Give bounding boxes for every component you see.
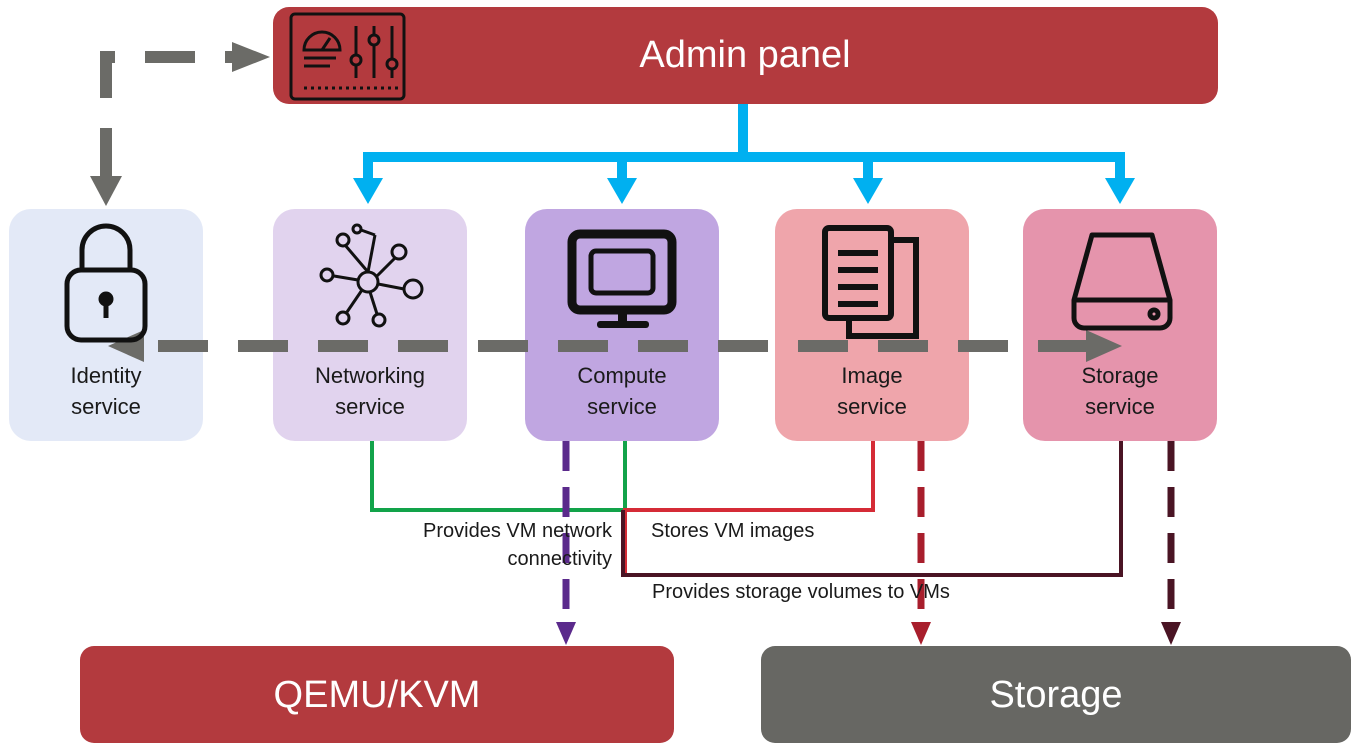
hard-drive-icon bbox=[1071, 232, 1173, 331]
admin-arrowheads bbox=[353, 178, 1135, 204]
images-annotation: Stores VM images bbox=[651, 520, 815, 542]
network-line bbox=[370, 441, 627, 512]
volumes-line bbox=[621, 441, 1123, 577]
networking-service-label: Networking service bbox=[314, 363, 426, 419]
admin-panel-title: Admin panel bbox=[639, 34, 851, 76]
qemu-kvm-title: QEMU/KVM bbox=[273, 674, 481, 716]
compute-to-qemu-arrowhead bbox=[556, 622, 576, 645]
identity-flow-dashed bbox=[100, 51, 1088, 352]
identity-service-label: Identity service bbox=[70, 363, 142, 419]
image-to-storage-arrowhead bbox=[911, 622, 931, 645]
network-hub-icon bbox=[319, 223, 424, 328]
documents-icon bbox=[822, 225, 919, 339]
admin-panel-bar[interactable] bbox=[273, 7, 1218, 104]
storage-backend-title: Storage bbox=[989, 674, 1123, 716]
lock-icon bbox=[64, 223, 148, 343]
monitor-icon bbox=[567, 229, 677, 328]
compute-service-label: Compute service bbox=[577, 363, 667, 419]
control-panel-icon bbox=[289, 12, 406, 101]
image-line bbox=[623, 441, 875, 575]
qemu-kvm-bar[interactable] bbox=[80, 646, 674, 743]
network-annotation: Provides VM network connectivity bbox=[423, 520, 612, 570]
admin-distribution-lines bbox=[363, 104, 1125, 180]
storage-to-backend-arrowhead bbox=[1161, 622, 1181, 645]
identity-service-box[interactable] bbox=[9, 209, 203, 441]
image-service-label: Image service bbox=[837, 363, 907, 419]
volumes-annotation: Provides storage volumes to VMs bbox=[652, 581, 950, 603]
storage-service-box[interactable] bbox=[1023, 209, 1217, 441]
networking-service-box[interactable] bbox=[273, 209, 467, 441]
storage-service-label: Storage service bbox=[1081, 363, 1159, 419]
storage-backend-bar[interactable] bbox=[761, 646, 1351, 743]
